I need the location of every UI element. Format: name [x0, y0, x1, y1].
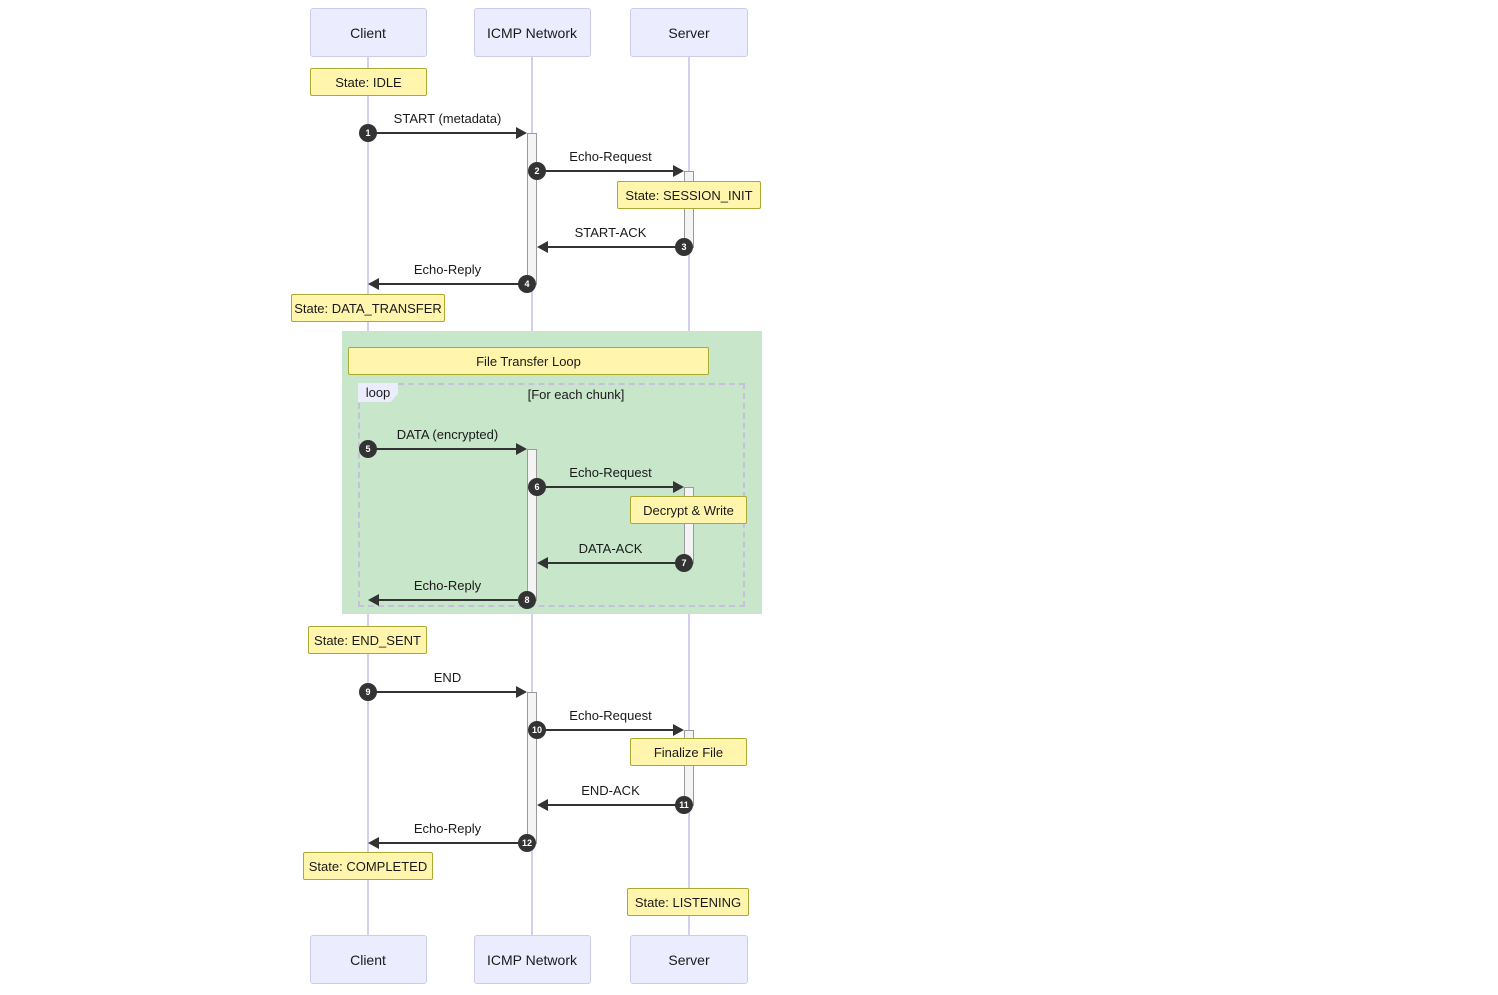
actor-server-bottom: Server: [630, 935, 748, 984]
message-data-ack-label: DATA-ACK: [578, 541, 643, 556]
message-echo-request-label: Echo-Request: [569, 465, 652, 480]
message-echo-request-label: Echo-Request: [569, 149, 652, 164]
message-start-metadata-label: START (metadata): [393, 111, 502, 126]
actor-server-top: Server: [630, 8, 748, 57]
actor-icmp-network-top: ICMP Network: [473, 8, 591, 57]
message-end-ack-line: [546, 804, 684, 806]
message-data-encrypted-label: DATA (encrypted): [396, 427, 499, 442]
note-state-listening: State: LISTENING: [627, 888, 749, 916]
note-state-completed: State: COMPLETED: [303, 852, 433, 880]
message-start-metadata-line: [368, 132, 518, 134]
message-end-label: END: [433, 670, 462, 685]
arrowhead-right-icon: [516, 443, 527, 455]
arrowhead-right-icon: [673, 724, 684, 736]
sequence-number-badge: 10: [528, 721, 546, 739]
note-finalize-file: Finalize File: [630, 738, 747, 766]
note-file-transfer-loop: File Transfer Loop: [348, 347, 709, 375]
message-end-ack-label: END-ACK: [581, 783, 640, 798]
note-state-data-transfer: State: DATA_TRANSFER: [291, 294, 445, 322]
sequence-number-badge: 6: [528, 478, 546, 496]
sequence-number-badge: 5: [359, 440, 377, 458]
sequence-number-badge: 9: [359, 683, 377, 701]
sequence-number-badge: 11: [675, 796, 693, 814]
note-decrypt-write: Decrypt & Write: [630, 496, 747, 524]
loop-frame: [358, 383, 745, 607]
note-state-end-sent: State: END_SENT: [308, 626, 427, 654]
note-state-session-init: State: SESSION_INIT: [617, 181, 761, 209]
sequence-number-badge: 3: [675, 238, 693, 256]
actor-icmp-network-bottom: ICMP Network: [473, 935, 591, 984]
message-echo-reply-label: Echo-Reply: [413, 578, 482, 593]
arrowhead-right-icon: [516, 686, 527, 698]
message-echo-request-line: [537, 486, 675, 488]
message-echo-request-line: [537, 170, 675, 172]
message-echo-request-label: Echo-Request: [569, 708, 652, 723]
message-data-ack-line: [546, 562, 684, 564]
arrowhead-right-icon: [673, 165, 684, 177]
arrowhead-right-icon: [673, 481, 684, 493]
message-echo-reply-line: [377, 283, 527, 285]
actor-client-top: Client: [309, 8, 427, 57]
sequence-number-badge: 8: [518, 591, 536, 609]
sequence-number-badge: 2: [528, 162, 546, 180]
actor-client-bottom: Client: [309, 935, 427, 984]
message-echo-request-line: [537, 729, 675, 731]
arrowhead-left-icon: [537, 241, 548, 253]
loop-label: loop: [358, 383, 398, 402]
sequence-number-badge: 12: [518, 834, 536, 852]
message-data-encrypted-line: [368, 448, 518, 450]
arrowhead-left-icon: [537, 557, 548, 569]
message-start-ack-line: [546, 246, 684, 248]
arrowhead-left-icon: [368, 594, 379, 606]
arrowhead-left-icon: [368, 278, 379, 290]
message-end-line: [368, 691, 518, 693]
sequence-number-badge: 1: [359, 124, 377, 142]
arrowhead-left-icon: [537, 799, 548, 811]
sequence-number-badge: 4: [518, 275, 536, 293]
sequence-number-badge: 7: [675, 554, 693, 572]
arrowhead-left-icon: [368, 837, 379, 849]
note-state-idle: State: IDLE: [310, 68, 427, 96]
message-echo-reply-line: [377, 599, 527, 601]
arrowhead-right-icon: [516, 127, 527, 139]
message-echo-reply-label: Echo-Reply: [413, 262, 482, 277]
message-echo-reply-line: [377, 842, 527, 844]
message-echo-reply-label: Echo-Reply: [413, 821, 482, 836]
message-start-ack-label: START-ACK: [574, 225, 647, 240]
loop-condition-label: [For each chunk]: [527, 387, 625, 402]
